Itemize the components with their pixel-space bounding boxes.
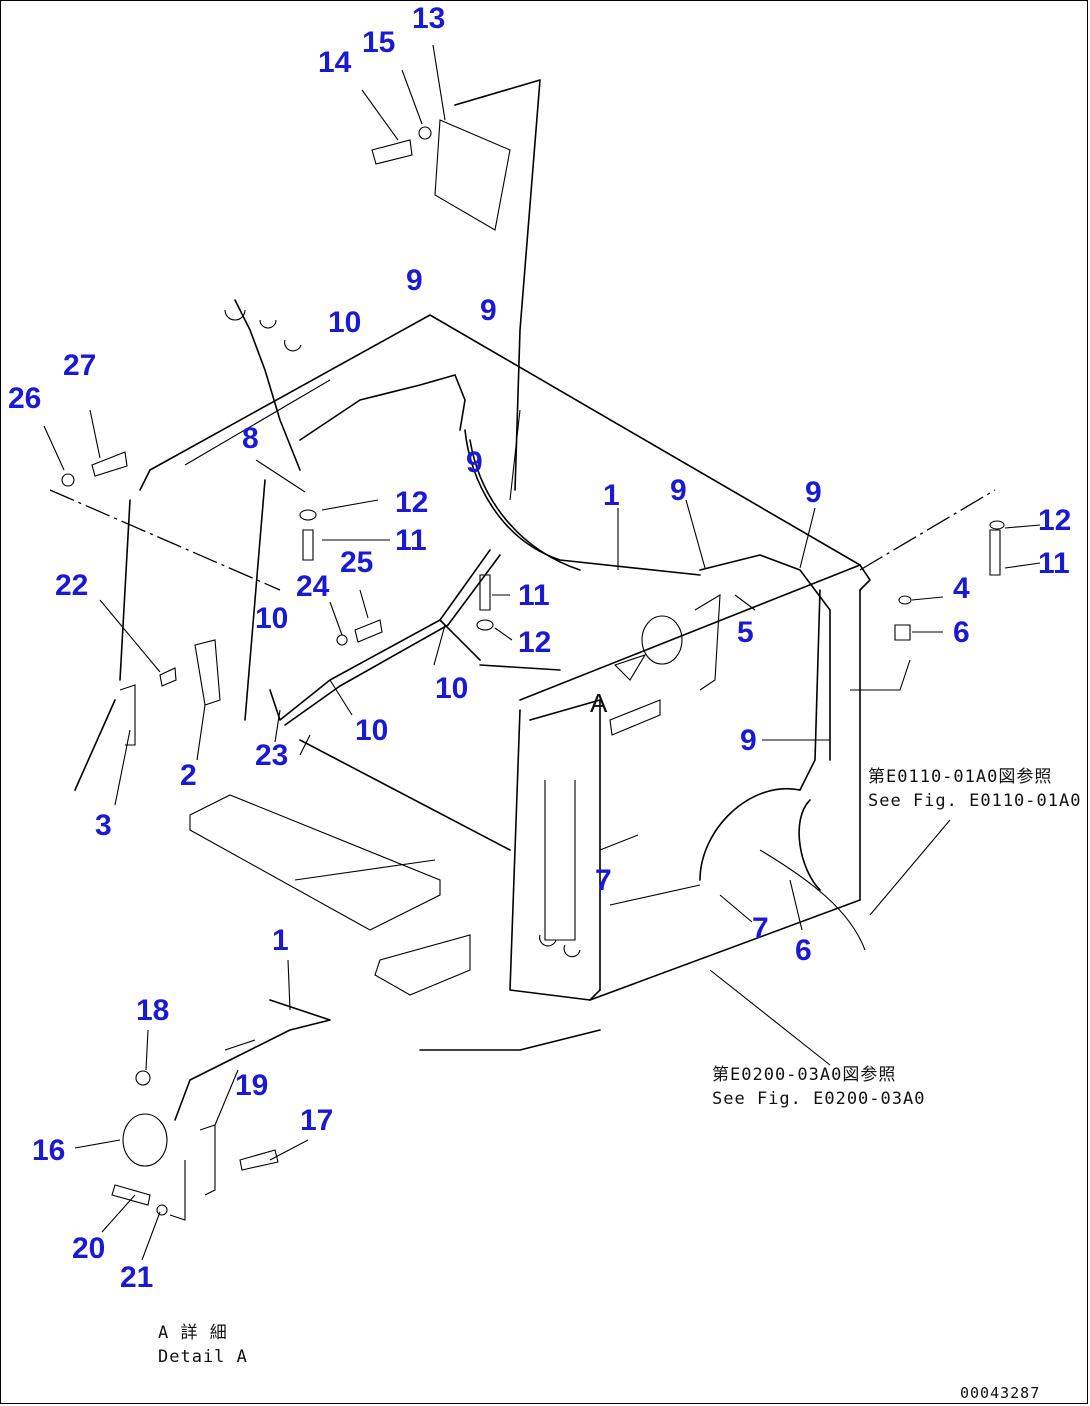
- callout-18: 18: [136, 994, 169, 1027]
- callout-27: 27: [63, 349, 96, 382]
- callout-9-c: 9: [466, 446, 483, 479]
- callout-13: 13: [412, 2, 445, 35]
- callout-17: 17: [300, 1104, 333, 1137]
- callout-10-a: 10: [328, 306, 361, 339]
- callout-9-d: 9: [670, 474, 687, 507]
- callout-9-e: 9: [805, 476, 822, 509]
- callout-21: 21: [120, 1261, 153, 1294]
- callout-12-b: 12: [518, 626, 551, 659]
- callout-7-connector: 7: [752, 912, 769, 945]
- reference-note-1-jp: 第E0110-01A0図参照: [868, 767, 1052, 787]
- callout-2: 2: [180, 759, 197, 792]
- callout-26: 26: [8, 382, 41, 415]
- drawing-number: 00043287: [960, 1384, 1040, 1402]
- leader-lines: [43, 44, 1041, 1261]
- callout-3: 3: [95, 809, 112, 842]
- callout-10-b: 10: [255, 602, 288, 635]
- callout-8: 8: [242, 422, 259, 455]
- detail-a-caption-en: Detail A: [158, 1347, 248, 1367]
- callout-25: 25: [340, 546, 373, 579]
- callout-11-b: 11: [518, 579, 550, 612]
- detail-a-caption-jp: A 詳 細: [158, 1323, 228, 1343]
- callout-24: 24: [296, 570, 330, 603]
- reference-note-2: 第E0200-03A0図参照 See Fig. E0200-03A0: [712, 1065, 925, 1109]
- callout-6-lower: 6: [795, 934, 812, 967]
- callout-11-a: 11: [395, 524, 427, 557]
- callout-1-main: 1: [603, 479, 620, 512]
- view-marker-a: A: [590, 688, 608, 718]
- callout-9-b: 9: [480, 294, 497, 327]
- reference-note-2-jp: 第E0200-03A0図参照: [712, 1065, 896, 1085]
- reference-note-2-en: See Fig. E0200-03A0: [712, 1089, 925, 1109]
- reference-note-1-en: See Fig. E0110-01A0: [868, 791, 1081, 811]
- callout-22: 22: [55, 569, 88, 602]
- callout-15: 15: [362, 26, 395, 59]
- cover-pillar: [49, 79, 996, 591]
- callout-10-d: 10: [355, 714, 388, 747]
- callout-14: 14: [318, 46, 352, 79]
- callout-labels: 1 1 2 3 4 5 6 6 7 7 8 9 9 9 9 9 9 10 10 …: [8, 2, 1071, 1294]
- reference-note-1: 第E0110-01A0図参照 See Fig. E0110-01A0: [868, 767, 1081, 811]
- callout-20: 20: [72, 1232, 105, 1265]
- callout-16: 16: [32, 1134, 65, 1167]
- detail-a-drawing: [111, 999, 331, 1221]
- callout-11-c: 11: [1038, 547, 1070, 580]
- callout-1-detail: 1: [272, 924, 289, 957]
- body-outline: [74, 314, 871, 1051]
- callout-10-c: 10: [435, 672, 468, 705]
- callout-12-a: 12: [395, 486, 428, 519]
- callout-12-c: 12: [1038, 504, 1071, 537]
- callout-5: 5: [737, 616, 754, 649]
- wiring-harness: [224, 299, 911, 951]
- callout-23: 23: [255, 739, 288, 772]
- callout-6-upper: 6: [953, 616, 970, 649]
- callout-9-f: 9: [740, 724, 757, 757]
- detail-a-caption: A 詳 細 Detail A: [158, 1323, 248, 1367]
- callout-4: 4: [953, 572, 970, 605]
- callout-7-panel: 7: [595, 864, 612, 897]
- callout-19: 19: [235, 1069, 268, 1102]
- callout-9-a: 9: [406, 264, 423, 297]
